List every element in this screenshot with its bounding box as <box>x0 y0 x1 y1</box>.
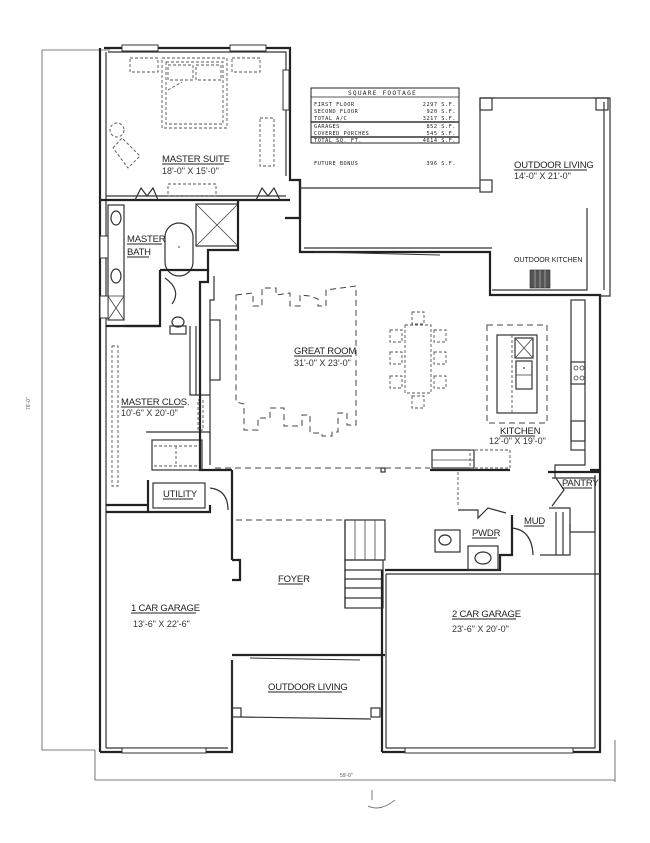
dimension-lines: 76'-0" 59'-0" <box>26 49 616 809</box>
outdoor-living-rear: OUTDOOR LIVING 14'-0" X 21'-0" OUTDOOR K… <box>300 97 611 297</box>
garage-1-label: 1 CAR GARAGE <box>131 603 200 614</box>
kitchen: KITCHEN 12'-0" X 19'-0" <box>430 299 586 478</box>
sqft-row-label: FIRST FLOOR <box>314 102 355 108</box>
garage-2-dims: 23'-6" X 20'-0" <box>452 624 509 634</box>
sqft-row-value: 2297 S.F. <box>423 102 456 108</box>
overall-depth-label: 76'-0" <box>26 397 32 410</box>
outdoor-kitchen-label: OUTDOOR KITCHEN <box>514 257 582 264</box>
overall-width-label: 59'-0" <box>340 773 353 779</box>
utility: UTILITY <box>146 470 234 560</box>
garage-1-dims: 13'-6" X 22'-6" <box>133 619 190 629</box>
master-bath-label-1: MASTER <box>127 234 166 245</box>
garage-1: 1 CAR GARAGE 13'-6" X 22'-6" <box>106 510 207 754</box>
master-suite-label: MASTER SUITE <box>162 154 230 165</box>
master-bath: MASTER BATH <box>99 200 240 335</box>
utility-label: UTILITY <box>163 489 198 500</box>
garage-2: 2 CAR GARAGE 23'-6" X 20'-0" <box>380 570 600 754</box>
foyer-label: FOYER <box>278 574 310 585</box>
great-room-dims: 31'-0" X 23'-0" <box>294 358 351 368</box>
sqft-row-label: TOTAL A/C <box>314 116 347 122</box>
sqft-row-value: 545 S.F. <box>426 131 456 137</box>
sqft-row-value: 852 S.F. <box>426 124 456 130</box>
sqft-row-value: 396 S.F. <box>426 161 456 167</box>
powder-label: PWDR <box>472 528 501 539</box>
outdoor-living-front-label: OUTDOOR LIVING <box>268 682 348 693</box>
kitchen-label: KITCHEN <box>500 426 541 437</box>
sqft-row-label: SECOND FLOOR <box>314 109 359 115</box>
pantry-mud-powder: PANTRY MUD PWDR <box>385 470 600 572</box>
mud-label: MUD <box>524 516 545 527</box>
master-closet: MASTER CLOS. 10'-6" X 20'-0" <box>106 324 211 507</box>
square-footage-table: SQUARE FOOTAGE FIRST FLOOR 2297 S.F. SEC… <box>310 87 460 167</box>
sqft-row-value: 920 S.F. <box>426 109 456 115</box>
garage-2-label: 2 CAR GARAGE <box>452 609 521 620</box>
outdoor-living-rear-label: OUTDOOR LIVING <box>514 160 594 171</box>
sqft-row-label: GARAGES <box>314 124 340 130</box>
great-room: GREAT ROOM 31'-0" X 23'-0" <box>198 251 447 473</box>
foyer: FOYER <box>232 519 386 661</box>
master-closet-dims: 10'-6" X 20'-0" <box>121 408 178 418</box>
sqft-title: SQUARE FOOTAGE <box>348 90 417 97</box>
outdoor-living-front: OUTDOOR LIVING <box>231 660 381 720</box>
sqft-row-label: TOTAL SQ. FT. <box>314 138 362 144</box>
master-closet-label: MASTER CLOS. <box>121 397 189 408</box>
sqft-row-value: 3217 S.F. <box>423 116 456 122</box>
sqft-row-label: COVERED PORCHES <box>314 131 369 137</box>
outdoor-living-rear-dims: 14'-0" X 21'-0" <box>514 171 571 181</box>
kitchen-dims: 12'-0" X 19'-0" <box>489 436 546 446</box>
pantry-label: PANTRY <box>562 478 599 489</box>
sqft-row-value: 4614 S.F. <box>423 138 456 144</box>
master-suite-dims: 18'-0" X 15'-0" <box>162 166 219 176</box>
great-room-label: GREAT ROOM <box>294 346 356 357</box>
master-suite: MASTER SUITE 18'-0" X 15'-0" <box>100 44 290 202</box>
master-bath-label-2: BATH <box>127 247 151 258</box>
sqft-row-label: FUTURE BONUS <box>314 161 358 167</box>
